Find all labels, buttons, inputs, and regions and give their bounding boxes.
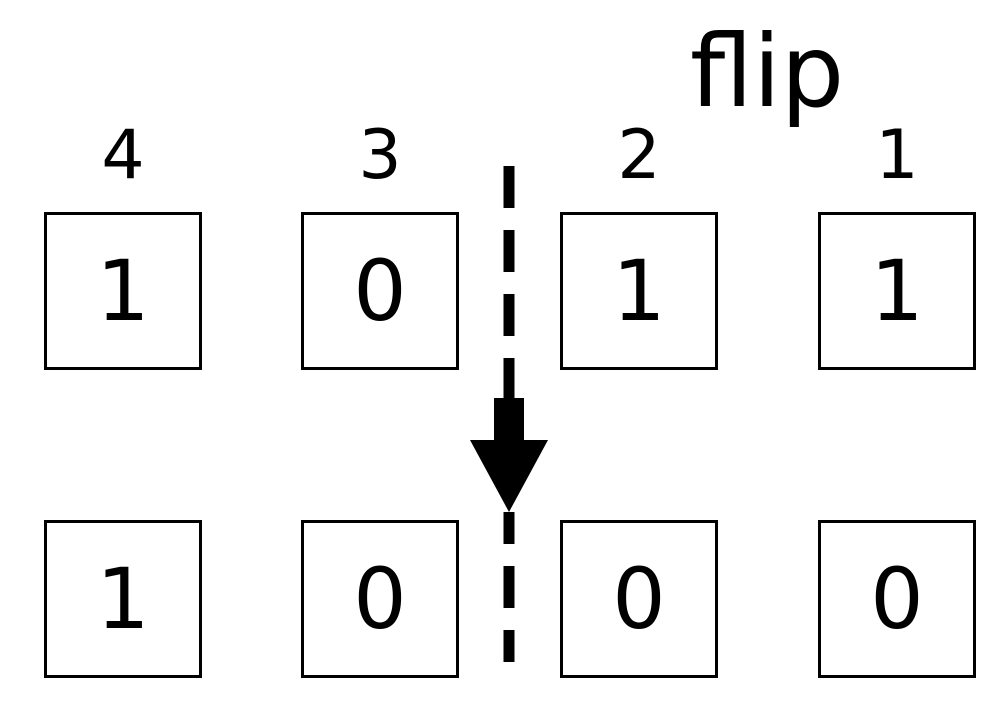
position-label-4: 4 <box>101 116 145 195</box>
bottom-bit-value: 0 <box>870 550 924 648</box>
position-label-3: 3 <box>358 116 402 195</box>
bottom-bit-box-2: 0 <box>560 520 718 678</box>
down-arrow-icon <box>470 440 548 512</box>
bottom-bit-box-3: 0 <box>301 520 459 678</box>
flip-title: flip <box>690 13 845 130</box>
top-bit-box-1: 1 <box>818 212 976 370</box>
bottom-bit-value: 0 <box>612 550 666 648</box>
bottom-bit-box-1: 0 <box>818 520 976 678</box>
position-label-2: 2 <box>617 116 661 195</box>
top-bit-box-3: 0 <box>301 212 459 370</box>
top-bit-box-2: 1 <box>560 212 718 370</box>
position-label-1: 1 <box>875 116 919 195</box>
arrow-shaft <box>494 398 524 442</box>
top-bit-value: 0 <box>353 242 407 340</box>
top-bit-value: 1 <box>96 242 150 340</box>
bottom-bit-value: 0 <box>353 550 407 648</box>
top-bit-value: 1 <box>870 242 924 340</box>
bottom-bit-box-4: 1 <box>44 520 202 678</box>
top-bit-value: 1 <box>612 242 666 340</box>
top-bit-box-4: 1 <box>44 212 202 370</box>
bottom-bit-value: 1 <box>96 550 150 648</box>
